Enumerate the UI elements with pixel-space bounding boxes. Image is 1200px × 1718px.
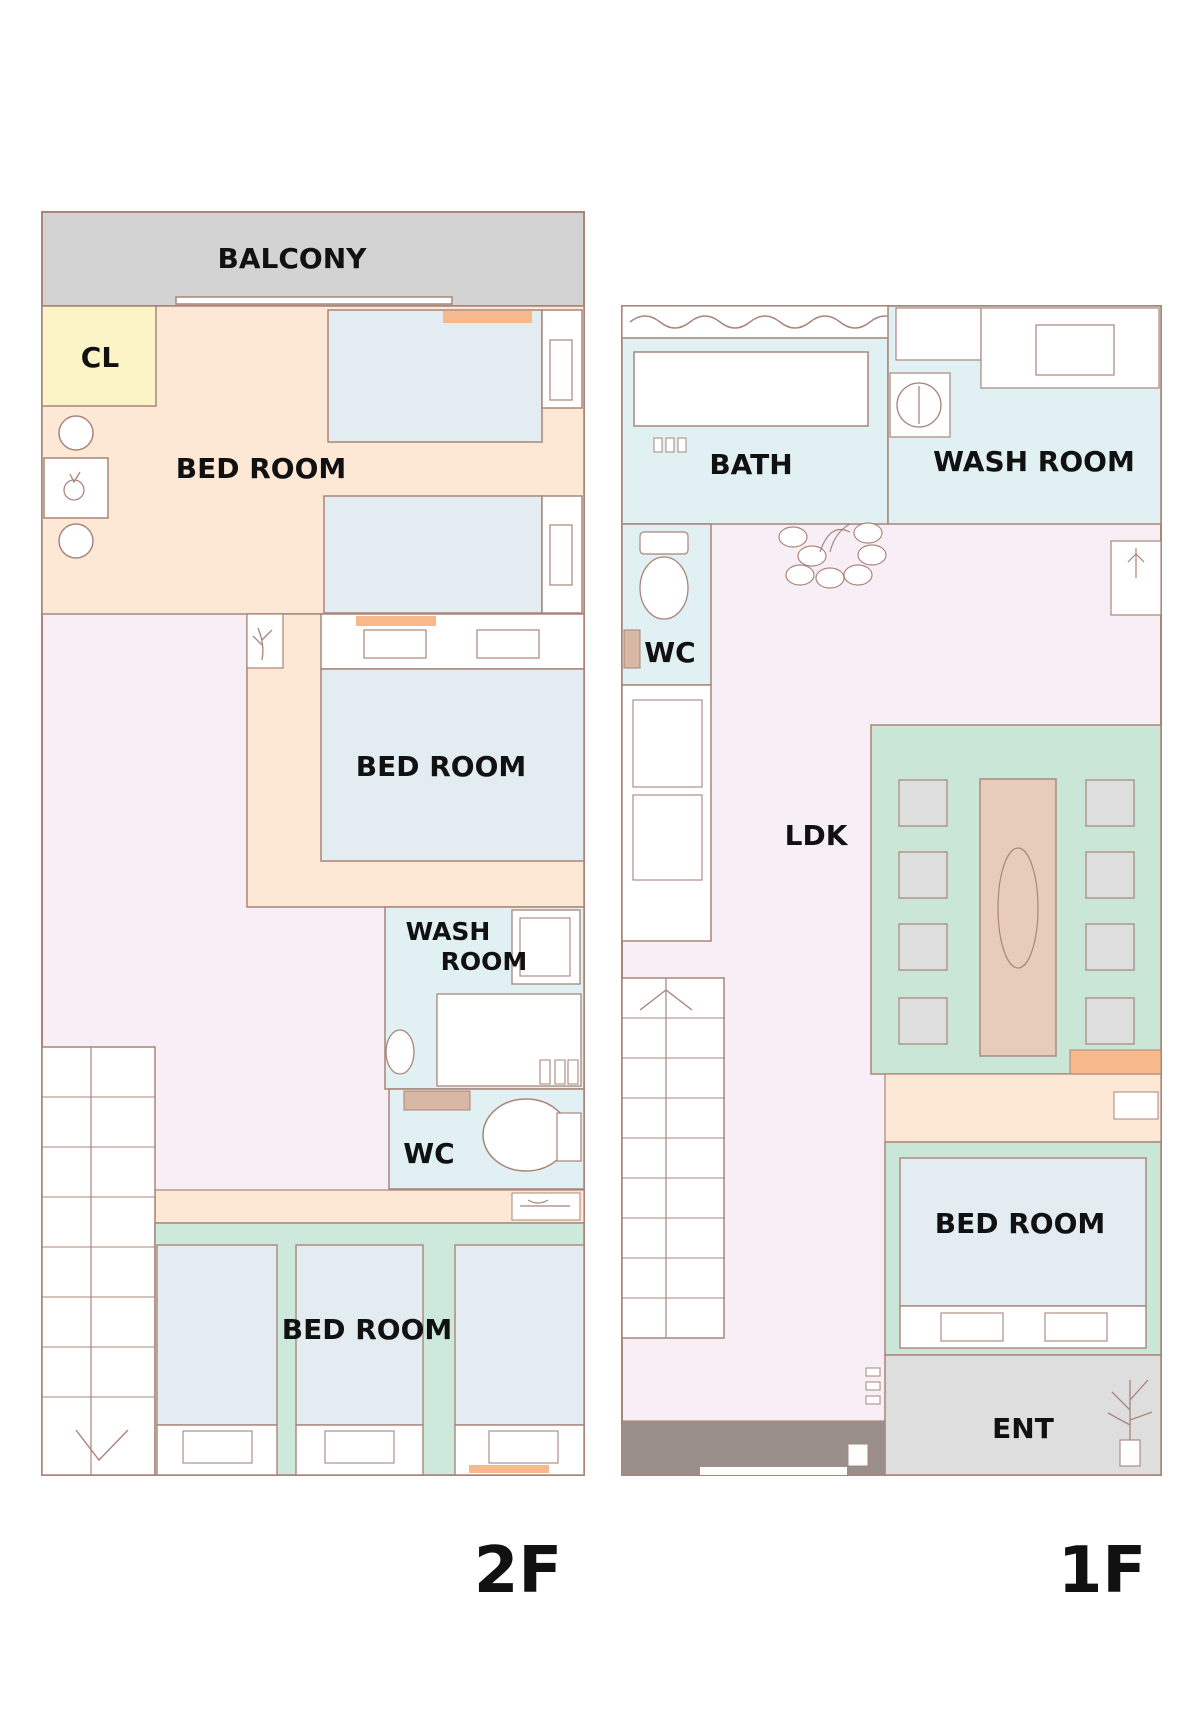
floor-label-2f: 2F: [474, 1534, 562, 1608]
plant-icon: [252, 627, 273, 661]
garden-strip: [621, 305, 897, 339]
entry-wall: [621, 1420, 886, 1476]
toilet-icon: [482, 1098, 570, 1172]
balcony-window: [175, 296, 453, 305]
bed-top-2: [323, 495, 543, 614]
label-entrance: ENT: [992, 1412, 1054, 1445]
label-closet: CL: [81, 341, 120, 374]
bed-bottom-3: [454, 1244, 585, 1426]
pillow: [356, 616, 436, 626]
label-bath: BATH: [709, 448, 792, 481]
stairs-arrow-icon: [639, 989, 693, 1011]
closet: [41, 305, 157, 407]
pillow: [443, 311, 532, 323]
stool: [58, 415, 94, 451]
label-balcony: BALCONY: [218, 242, 368, 275]
plant-icon: [520, 1199, 570, 1207]
bed-1f: [899, 1157, 1147, 1307]
bath-mat: [385, 1029, 415, 1075]
plant-icon: [1127, 548, 1145, 578]
plant-icon: [1107, 1379, 1153, 1440]
label-wc-2f: WC: [403, 1137, 454, 1170]
centerpiece-icon: [997, 847, 1039, 969]
label-bedroom-1f: BED ROOM: [935, 1207, 1106, 1240]
label-bedroom-top: BED ROOM: [176, 452, 347, 485]
stairs-2f: [41, 1046, 156, 1476]
label-wc-1f: WC: [644, 636, 695, 669]
toilet-icon: [639, 556, 689, 620]
entrance: [884, 1354, 1162, 1476]
label-bedroom-bottom: BED ROOM: [282, 1313, 453, 1346]
bed-bottom-1: [156, 1244, 278, 1426]
stairs-arrow-icon: [75, 1429, 129, 1462]
wc-shelf: [403, 1090, 471, 1111]
bed-middle: [320, 668, 585, 862]
label-ldk: LDK: [785, 819, 849, 852]
floor-1f: BATH WASH ROOM WC LDK BED ROOM ENT 1F: [621, 305, 1162, 1608]
vine-icon: [629, 315, 901, 329]
label-washroom-2f-line2: ROOM: [441, 947, 528, 976]
bed-top-1: [327, 309, 543, 443]
towel-shelf: [895, 307, 982, 361]
plant-stand: [246, 613, 284, 669]
stool: [58, 523, 94, 559]
wc-shelf: [623, 629, 641, 669]
bed-bottom-2: [295, 1244, 424, 1426]
bathtub: [633, 351, 869, 427]
bottles-icon: [539, 1059, 579, 1085]
floor-2f: BALCONY CL BED ROOM BED ROOM WASH ROOM W…: [41, 211, 585, 1608]
label-washroom-2f-line1: WASH: [406, 917, 491, 946]
toiletries-icon: [653, 437, 687, 453]
chairs: [898, 779, 1135, 1045]
label-bedroom-middle: BED ROOM: [356, 750, 527, 783]
balcony: [41, 211, 585, 307]
pillow: [469, 1465, 549, 1473]
stepping-stones: [778, 522, 887, 589]
dining-table: [979, 778, 1057, 1057]
slippers-icon: [865, 1367, 881, 1405]
stairs-1f: [621, 977, 725, 1339]
plant-icon: [63, 479, 85, 501]
floor-label-1f: 1F: [1058, 1534, 1146, 1608]
label-washroom-1f: WASH ROOM: [933, 445, 1135, 478]
